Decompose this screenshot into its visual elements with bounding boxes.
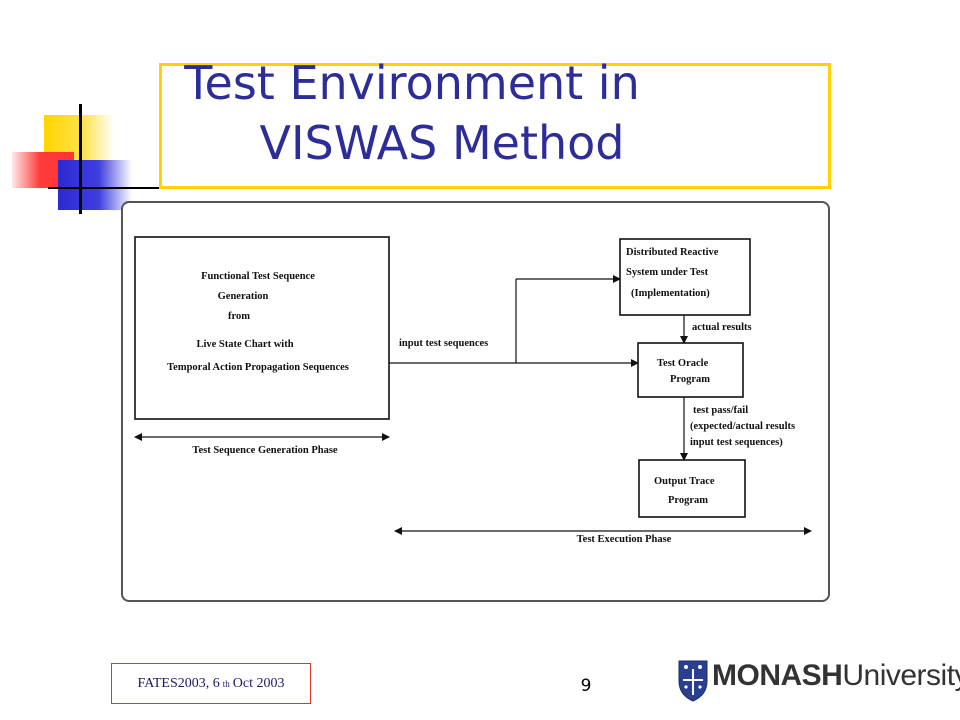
footer-conference-text: FATES2003, 6: [137, 675, 220, 691]
sut-line: System under Test: [626, 267, 709, 278]
page-number: 9: [580, 676, 592, 696]
verdict-label: test pass/fail: [693, 405, 748, 416]
trace-line: Program: [668, 495, 708, 506]
monash-brand-regular: University: [842, 659, 960, 692]
input-label: input test sequences: [399, 338, 488, 349]
title-box: [159, 63, 831, 189]
sut-line: Distributed Reactive: [626, 247, 719, 258]
decor-horizontal-line: [48, 187, 160, 189]
verdict-label: input test sequences): [690, 437, 783, 448]
oracle-line: Test Oracle: [657, 358, 709, 369]
monash-crest-icon: [678, 660, 708, 702]
monash-brand-bold: MONASH: [712, 659, 843, 692]
generator-line: Functional Test Sequence: [201, 271, 315, 282]
generator-box: [134, 236, 390, 420]
oracle-line: Program: [670, 374, 710, 385]
decor-blue-square: [58, 160, 132, 210]
generator-line: from: [228, 311, 250, 322]
slide-title-line2: VISWAS Method: [259, 116, 625, 170]
oracle-box: [637, 342, 744, 398]
generation-phase-label: Test Sequence Generation Phase: [192, 445, 337, 456]
trace-line: Output Trace: [654, 476, 715, 487]
execution-phase-label: Test Execution Phase: [577, 534, 672, 545]
sut-box: [619, 238, 751, 316]
monash-wordmark: MONASHUniversity: [712, 659, 960, 693]
decor-vertical-line: [79, 104, 82, 214]
slide-title-line1: Test Environment in: [184, 56, 640, 110]
test-environment-diagram: Functional Test Sequence Generation from…: [134, 236, 812, 545]
generator-line: Live State Chart with: [196, 339, 293, 350]
sut-line: (Implementation): [631, 288, 710, 299]
diagram-frame: [121, 201, 830, 602]
actual-results-label: actual results: [692, 322, 752, 333]
footer-date: Oct 2003: [232, 675, 285, 691]
verdict-label: (expected/actual results: [690, 421, 795, 432]
generator-line: Temporal Action Propagation Sequences: [167, 362, 349, 373]
generator-line: Generation: [218, 291, 269, 302]
footer-ordinal: th: [222, 678, 230, 689]
trace-box: [638, 459, 746, 518]
